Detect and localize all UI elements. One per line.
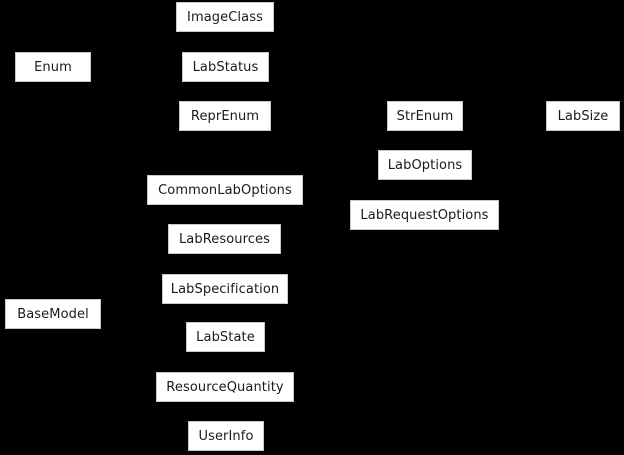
class-node-lab-status[interactable]: LabStatus <box>182 52 269 82</box>
class-node-lab-size[interactable]: LabSize <box>546 101 620 131</box>
class-node-user-info[interactable]: UserInfo <box>188 421 264 451</box>
class-node-common-lab-options[interactable]: CommonLabOptions <box>147 175 303 205</box>
class-node-label: LabSize <box>557 108 609 124</box>
class-node-label: LabStatus <box>192 59 259 75</box>
class-node-str-enum[interactable]: StrEnum <box>387 101 463 131</box>
class-node-label: Enum <box>34 59 72 75</box>
class-node-lab-state[interactable]: LabState <box>186 322 265 352</box>
class-node-repr-enum[interactable]: ReprEnum <box>179 101 271 131</box>
class-node-label: ResourceQuantity <box>166 379 284 395</box>
class-node-label: UserInfo <box>198 428 254 444</box>
class-node-lab-request-options[interactable]: LabRequestOptions <box>350 200 499 230</box>
class-node-label: LabResources <box>178 231 271 247</box>
class-node-resource-quantity[interactable]: ResourceQuantity <box>156 372 294 402</box>
class-node-label: LabSpecification <box>170 281 280 297</box>
class-node-label: LabOptions <box>387 157 463 173</box>
class-node-enum[interactable]: Enum <box>15 52 91 82</box>
class-node-label: LabRequestOptions <box>360 207 489 223</box>
class-node-lab-resources[interactable]: LabResources <box>168 224 281 254</box>
class-node-label: ImageClass <box>187 9 263 25</box>
class-node-image-class[interactable]: ImageClass <box>176 2 274 32</box>
class-node-label: ReprEnum <box>190 108 260 124</box>
class-node-label: LabState <box>196 329 255 345</box>
class-node-lab-specification[interactable]: LabSpecification <box>162 274 288 304</box>
class-node-label: BaseModel <box>17 306 89 322</box>
class-node-base-model[interactable]: BaseModel <box>5 299 101 329</box>
class-node-label: CommonLabOptions <box>158 182 292 198</box>
class-node-lab-options[interactable]: LabOptions <box>378 150 472 180</box>
class-node-label: StrEnum <box>396 108 454 124</box>
